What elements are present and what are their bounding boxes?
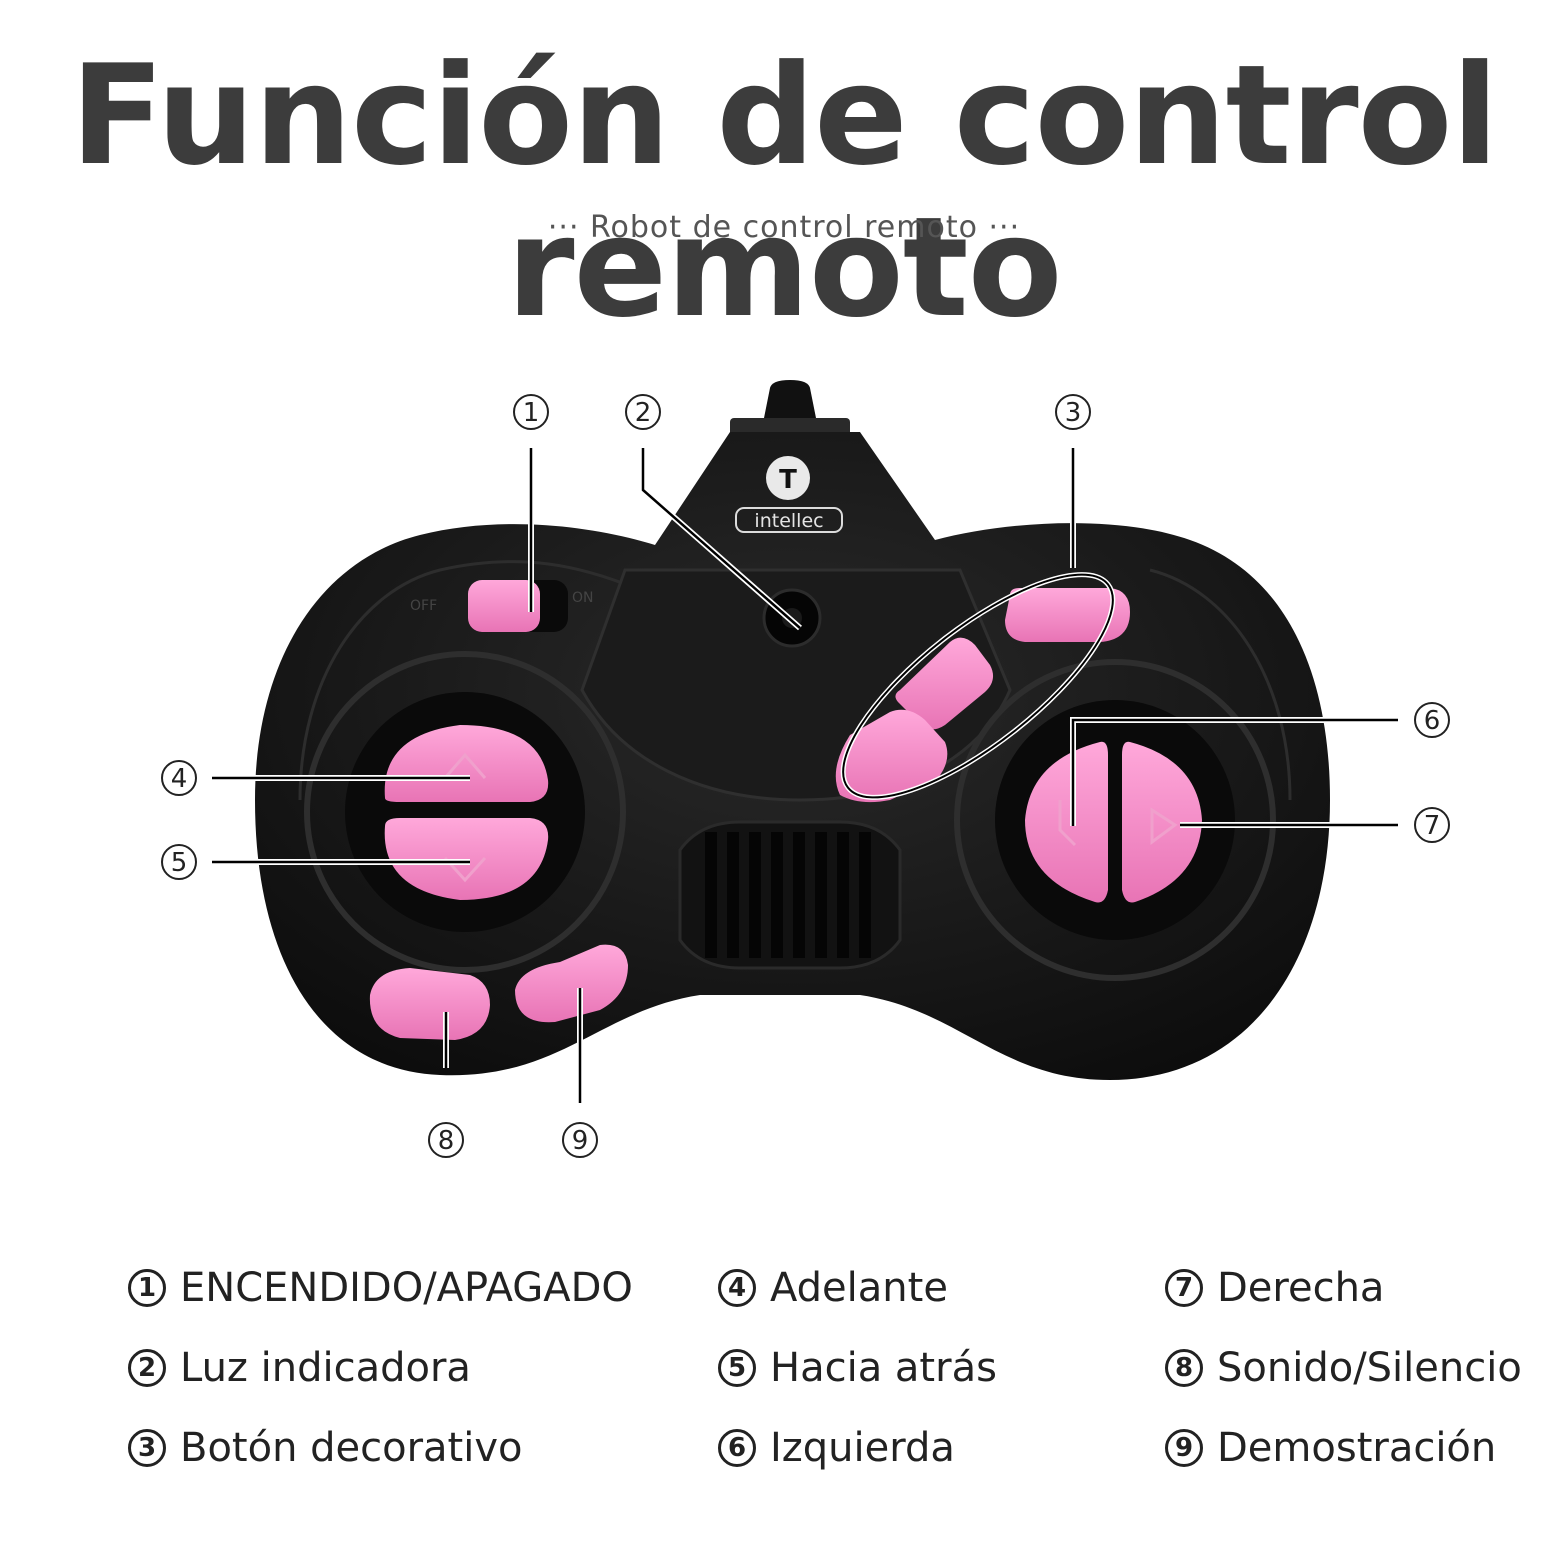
brand-logo: T intellec	[735, 456, 843, 533]
left-button[interactable]	[1025, 741, 1108, 903]
legend-label: Sonido/Silencio	[1217, 1345, 1522, 1391]
legend-label: Izquierda	[770, 1425, 955, 1471]
svg-text:2: 2	[635, 398, 652, 428]
legend-badge: 6	[718, 1429, 756, 1467]
legend-item-7: 7 Derecha	[1165, 1265, 1384, 1311]
svg-text:5: 5	[171, 848, 188, 878]
legend-item-1: 1 ENCENDIDO/APAGADO	[128, 1265, 633, 1311]
up-arrow-icon	[443, 752, 487, 779]
legend-badge: 1	[128, 1269, 166, 1307]
callout-4: 4	[161, 760, 197, 796]
legend-badge: 3	[128, 1429, 166, 1467]
decorative-buttons[interactable]	[835, 588, 1130, 803]
speaker-grille	[678, 820, 902, 970]
demo-button[interactable]	[515, 944, 628, 1023]
brand-name: intellec	[754, 510, 823, 532]
legend-badge: 7	[1165, 1269, 1203, 1307]
legend-item-2: 2 Luz indicadora	[128, 1345, 471, 1391]
svg-text:3: 3	[1065, 398, 1082, 428]
callout-9: 9	[562, 1122, 598, 1158]
leader-lines	[212, 448, 1398, 1103]
svg-text:4: 4	[171, 764, 188, 794]
svg-text:6: 6	[1424, 706, 1441, 736]
svg-text:1: 1	[523, 398, 540, 428]
legend-item-4: 4 Adelante	[718, 1265, 948, 1311]
switch-off-label: OFF	[410, 598, 437, 614]
callout-6: 6	[1414, 702, 1450, 738]
right-button[interactable]	[1122, 741, 1202, 903]
legend-badge: 4	[718, 1269, 756, 1307]
legend-item-5: 5 Hacia atrás	[718, 1345, 997, 1391]
svg-text:9: 9	[572, 1126, 589, 1156]
left-dpad	[304, 651, 626, 973]
legend-label: Adelante	[770, 1265, 948, 1311]
legend-label: Luz indicadora	[180, 1345, 471, 1391]
svg-text:7: 7	[1424, 811, 1441, 841]
right-arrow-icon	[1150, 807, 1178, 845]
switch-on-label: ON	[572, 590, 594, 606]
legend-badge: 5	[718, 1349, 756, 1387]
legend-item-6: 6 Izquierda	[718, 1425, 955, 1471]
legend-label: Derecha	[1217, 1265, 1385, 1311]
callout-7: 7	[1414, 807, 1450, 843]
svg-text:8: 8	[438, 1126, 455, 1156]
forward-button[interactable]	[384, 725, 549, 802]
callout-1: 1	[513, 394, 549, 430]
page-title: Función de control remoto	[70, 35, 1499, 348]
legend-label: Demostración	[1217, 1425, 1497, 1471]
callout-8: 8	[428, 1122, 464, 1158]
legend-label: Botón decorativo	[180, 1425, 523, 1471]
legend: 1 ENCENDIDO/APAGADO 2 Luz indicadora 3 B…	[0, 1255, 1568, 1495]
decor-highlight-ring-outline	[842, 573, 1114, 799]
antenna	[730, 380, 850, 440]
legend-badge: 9	[1165, 1429, 1203, 1467]
legend-item-8: 8 Sonido/Silencio	[1165, 1345, 1522, 1391]
callout-3: 3	[1055, 394, 1091, 430]
legend-label: Hacia atrás	[770, 1345, 997, 1391]
legend-item-3: 3 Botón decorativo	[128, 1425, 523, 1471]
callout-5: 5	[161, 844, 197, 880]
legend-item-9: 9 Demostración	[1165, 1425, 1496, 1471]
callout-2: 2	[625, 394, 661, 430]
power-switch[interactable]: OFF ON	[410, 580, 594, 632]
page-subtitle: ··· Robot de control remoto ···	[547, 210, 1021, 245]
logo-letter: T	[779, 465, 797, 495]
legend-badge: 2	[128, 1349, 166, 1387]
legend-label: ENCENDIDO/APAGADO	[180, 1265, 633, 1311]
left-arrow-icon	[1058, 800, 1077, 847]
sound-button[interactable]	[369, 968, 490, 1040]
legend-badge: 8	[1165, 1349, 1203, 1387]
down-arrow-icon	[443, 856, 487, 883]
right-dpad	[954, 659, 1276, 981]
